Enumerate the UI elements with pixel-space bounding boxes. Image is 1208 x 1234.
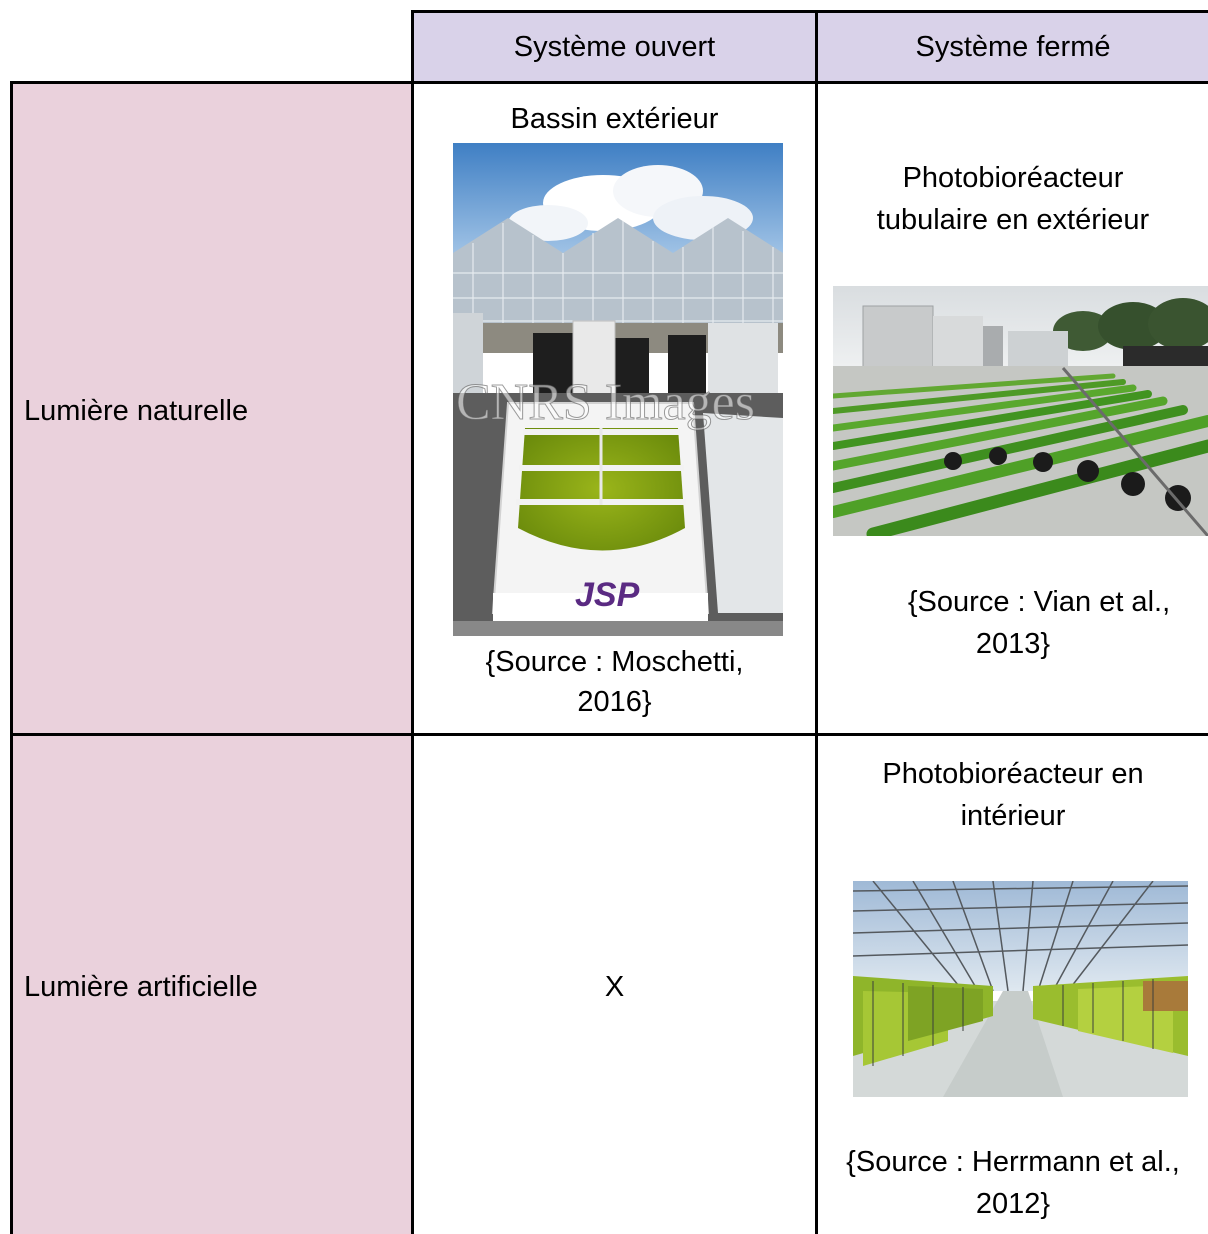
indoor-photobioreactor-photo-icon xyxy=(853,881,1188,1097)
tubular-pbr-source-line1: {Source : Vian et al., xyxy=(907,586,1171,618)
row-label-natural-light: Lumière naturelle xyxy=(24,395,249,427)
row-header-cell-artificial xyxy=(12,734,413,1234)
indoor-pbr-title-line2: intérieur xyxy=(960,800,1066,832)
header-closed-system: Système fermé xyxy=(915,31,1111,63)
tubular-pbr-title-line2: tubulaire en extérieur xyxy=(876,204,1150,236)
indoor-pbr-source-line1: {Source : Herrmann et al., xyxy=(846,1146,1180,1178)
open-pond-photo: CNRS Images JSP xyxy=(453,143,783,636)
tubular-pbr-title-line1: Photobioréacteur xyxy=(902,162,1124,194)
watermark-text: CNRS Images xyxy=(456,374,756,432)
jsp-logo: JSP xyxy=(575,576,640,614)
open-pond-source-line1: {Source : Moschetti, xyxy=(485,646,744,678)
header-cell-open xyxy=(413,11,817,83)
border-top-row1 xyxy=(10,81,1208,84)
indoor-photobioreactor-photo xyxy=(853,881,1188,1097)
border-top-row2 xyxy=(10,733,1208,736)
open-pond-source-line2: 2016} xyxy=(577,686,652,718)
tubular-pbr-source-line2: 2013} xyxy=(975,628,1051,660)
tubular-photobioreactor-photo-icon xyxy=(833,286,1208,536)
open-pond-title: Bassin extérieur xyxy=(510,103,719,135)
open-artificial-cell-value: X xyxy=(604,971,625,1003)
header-open-system: Système ouvert xyxy=(513,31,716,63)
border-col1 xyxy=(411,10,414,1234)
open-pond-photo-icon xyxy=(453,143,783,636)
header-cell-closed xyxy=(817,11,1208,83)
border-left xyxy=(10,81,13,1234)
row-label-artificial-light: Lumière artificielle xyxy=(24,971,258,1003)
indoor-pbr-title-line1: Photobioréacteur en xyxy=(882,758,1144,790)
border-col2 xyxy=(815,10,818,1234)
indoor-pbr-source-line2: 2012} xyxy=(975,1188,1051,1220)
row-header-cell-natural xyxy=(12,83,413,734)
tubular-photobioreactor-photo xyxy=(833,286,1208,536)
border-top-header xyxy=(411,10,1208,13)
